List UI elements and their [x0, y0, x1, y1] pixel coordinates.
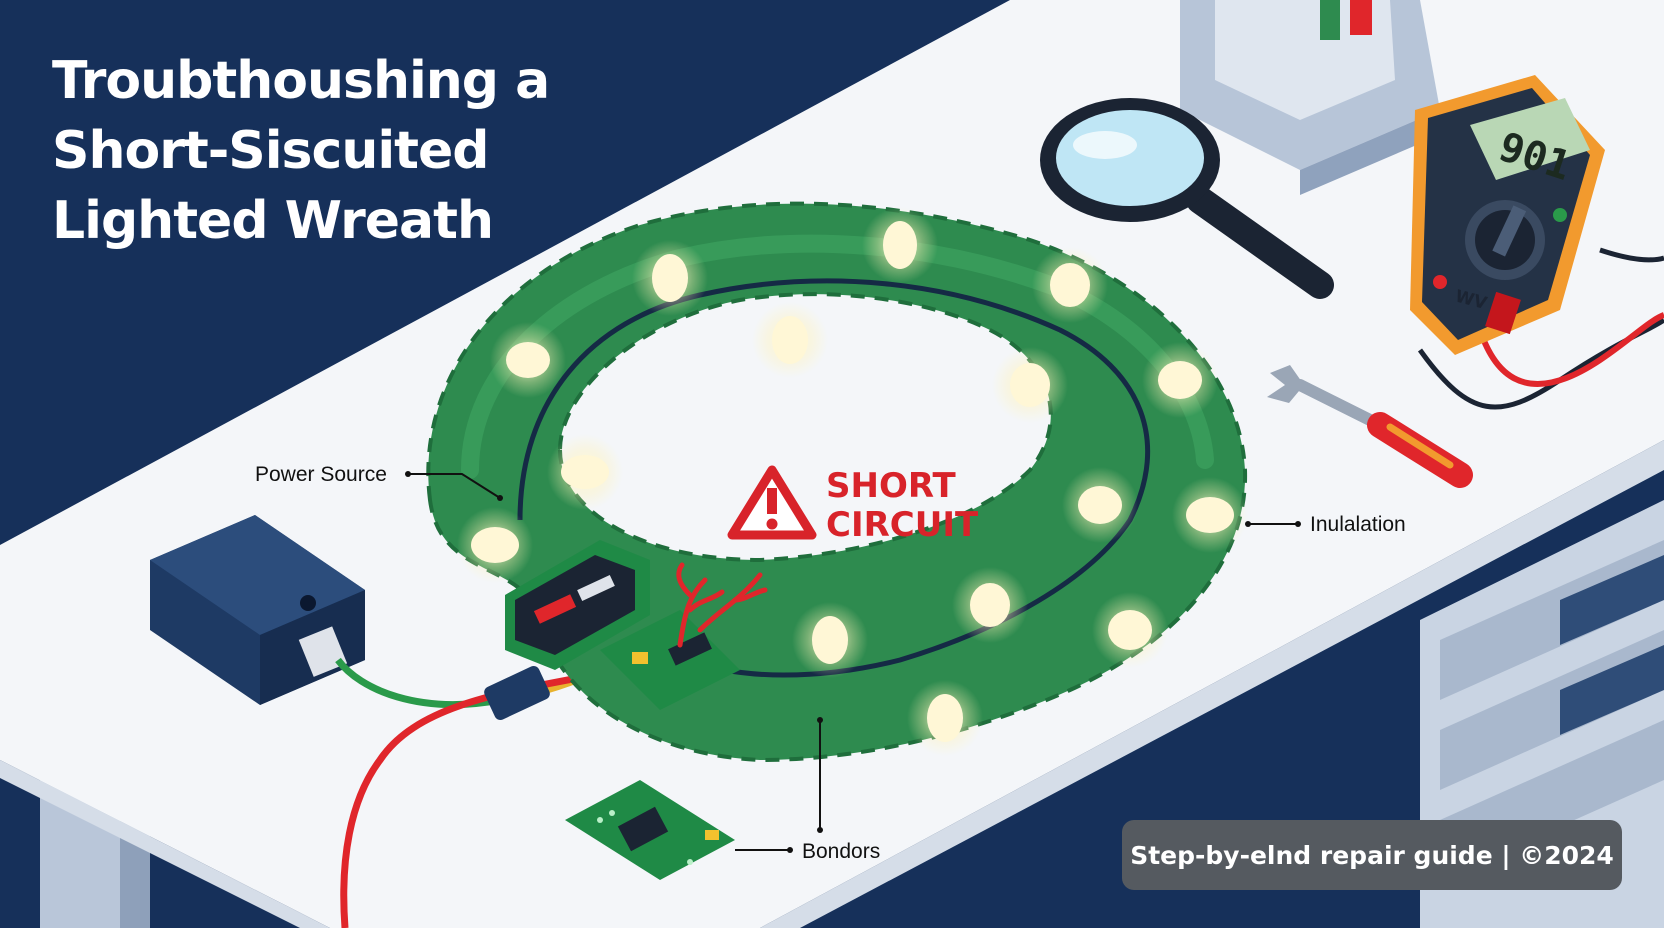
junction-box	[505, 540, 650, 670]
bulb	[490, 322, 566, 398]
callout-bondors-label: Bondors	[802, 840, 880, 863]
bulb	[457, 507, 533, 583]
bulb	[1172, 477, 1248, 553]
light-bulbs	[457, 207, 1248, 756]
footer-badge: Step-by-elnd repair guide | ©2024	[1122, 820, 1622, 890]
bulb	[907, 680, 983, 756]
light-wire	[517, 278, 1151, 678]
footer-text: Step-by-elnd repair guide | ©2024	[1130, 841, 1614, 870]
short-circuit-warning: SHORT CIRCUIT	[727, 465, 979, 545]
bulb	[862, 207, 938, 283]
bulb	[1032, 247, 1108, 323]
magnifying-glass-icon	[1040, 98, 1334, 299]
sparks-icon	[676, 562, 768, 648]
bulb	[792, 602, 868, 678]
bulb	[952, 567, 1028, 643]
multimeter-icon: 901 WV	[1410, 75, 1664, 410]
callout-insulation-label: Inulalation	[1310, 513, 1406, 536]
title-line-3: Lighted Wreath	[52, 191, 493, 251]
title-line-2: Short-Siscuited	[52, 121, 489, 181]
bulb	[632, 240, 708, 316]
warning-text-line-1: SHORT	[826, 466, 956, 506]
spare-circuit-board	[565, 780, 735, 880]
bulb	[1142, 342, 1218, 418]
bulb	[992, 347, 1068, 423]
warning-triangle-icon	[727, 465, 817, 540]
bulb	[752, 302, 828, 378]
circuit-board-icon	[600, 610, 740, 710]
bulb	[1062, 467, 1138, 543]
wrench-screwdriver-icon	[1267, 365, 1473, 488]
power-adapter-icon	[150, 515, 365, 705]
callout-insulation: Inulalation	[1245, 513, 1406, 536]
callout-bondors: Bondors	[735, 717, 880, 863]
title-line-1: Troubthoushing a	[52, 51, 549, 111]
callout-power-source-label: Power Source	[255, 463, 387, 486]
bulb	[1092, 592, 1168, 668]
bulb	[547, 434, 623, 510]
parts-bin	[1180, 0, 1440, 195]
warning-text-line-2: CIRCUIT	[826, 505, 979, 545]
callout-power-source: Power Source	[255, 463, 503, 501]
